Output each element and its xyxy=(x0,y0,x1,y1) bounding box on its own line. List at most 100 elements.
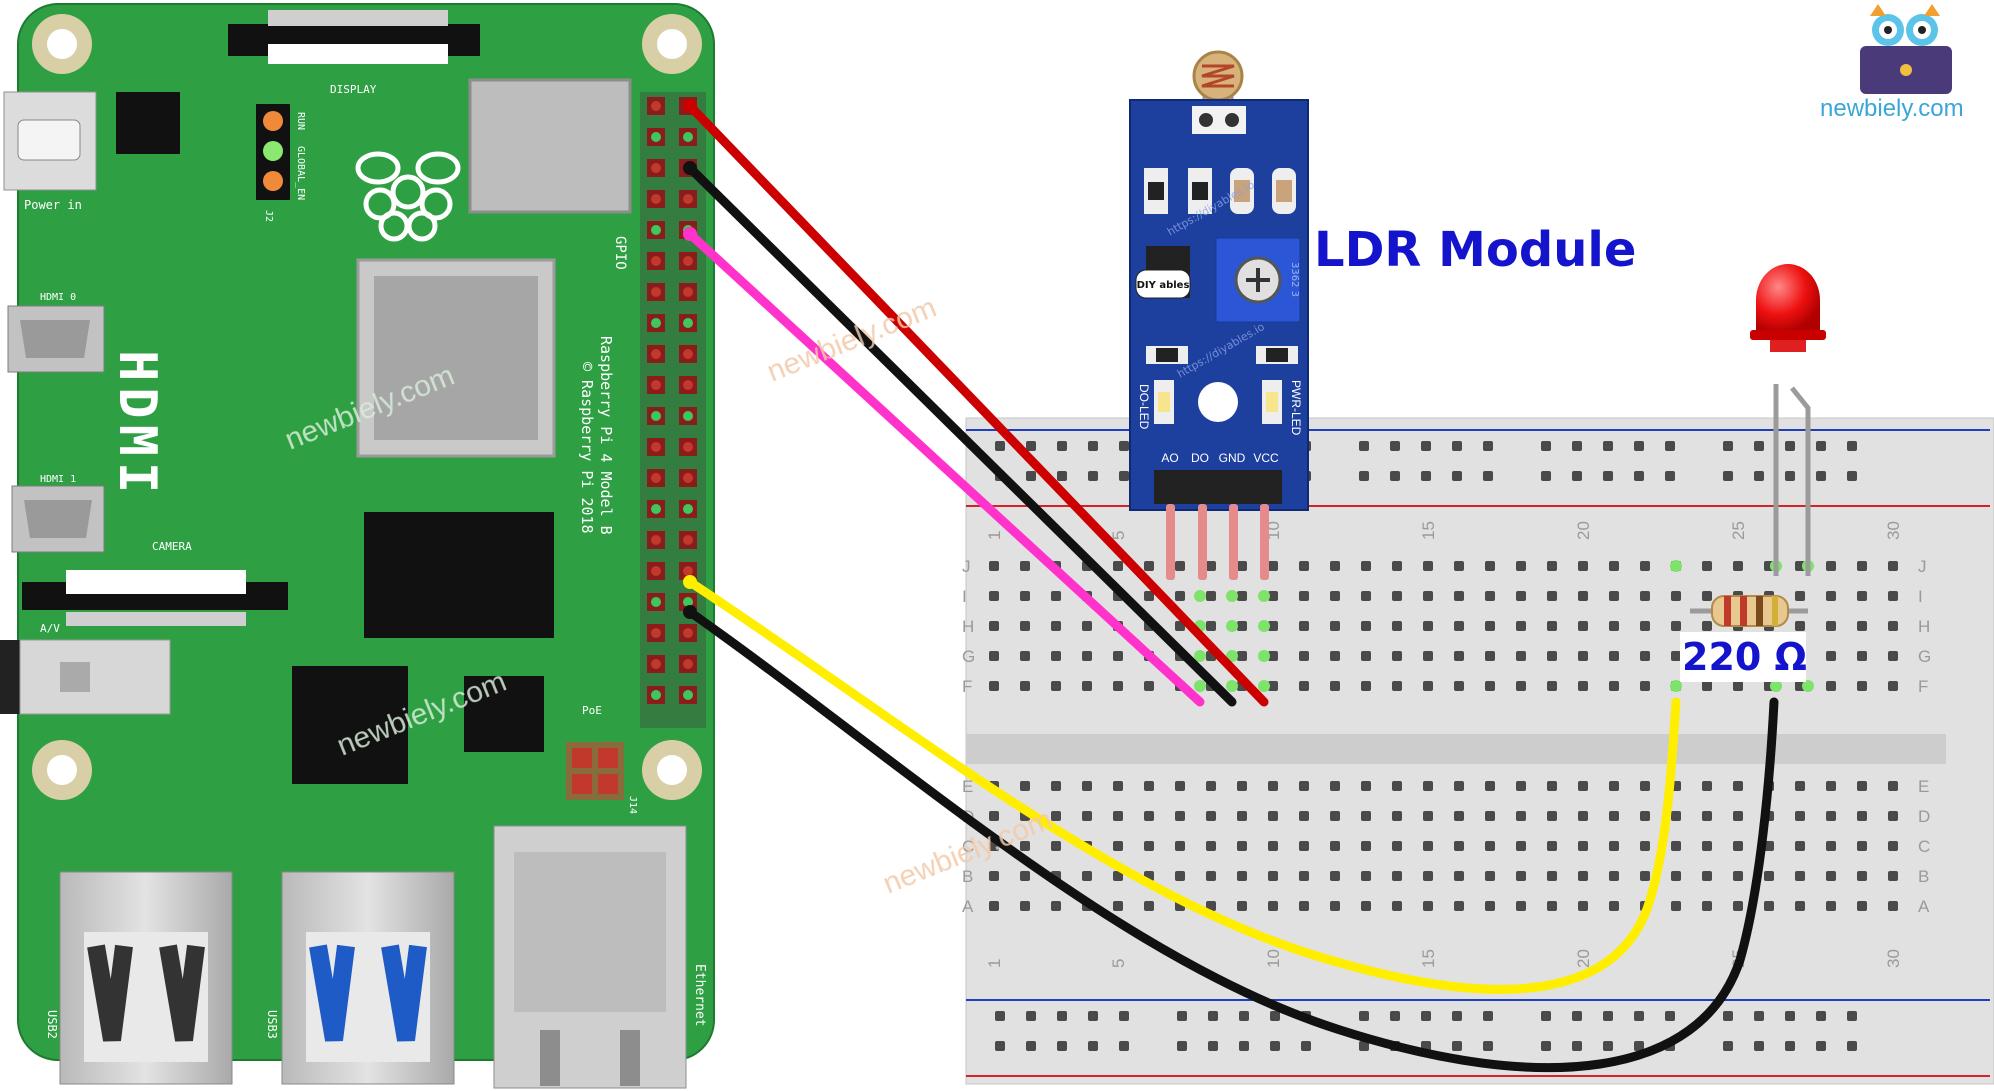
resistor-label-bg xyxy=(1680,632,1806,682)
breadboard-hole xyxy=(1301,1041,1311,1051)
wire-yellow-led xyxy=(685,577,1681,994)
breadboard-hole xyxy=(1541,471,1551,481)
breadboard-hole xyxy=(1423,591,1433,601)
gpio-pin-dot xyxy=(651,442,661,452)
row-label-left: E xyxy=(962,777,973,796)
breadboard-hole xyxy=(1361,811,1371,821)
breadboard-hole xyxy=(1454,871,1464,881)
breadboard-hole xyxy=(1609,811,1619,821)
gpio-pin-dot xyxy=(651,597,661,607)
breadboard-hole xyxy=(1578,781,1588,791)
breadboard-hole xyxy=(1640,561,1650,571)
column-number-bottom: 1 xyxy=(985,959,1004,968)
breadboard-hole xyxy=(1857,651,1867,661)
breadboard-hole xyxy=(1826,621,1836,631)
row-label-left: F xyxy=(962,677,972,696)
raspberry-logo-icon xyxy=(355,151,461,242)
breadboard-hole xyxy=(1206,841,1216,851)
breadboard-hole xyxy=(1485,811,1495,821)
breadboard-hole xyxy=(1485,621,1495,631)
breadboard-hole xyxy=(1113,871,1123,881)
breadboard-hole xyxy=(1423,871,1433,881)
breadboard-hole xyxy=(1206,781,1216,791)
do-led-label: DO-LED xyxy=(1137,384,1151,430)
breadboard-hole xyxy=(1454,681,1464,691)
breadboard-hole xyxy=(1483,1011,1493,1021)
breadboard-hole xyxy=(1268,841,1278,851)
breadboard-hole xyxy=(1175,781,1185,791)
connected-hole xyxy=(1802,680,1814,692)
gpio-pin-dot xyxy=(651,349,661,359)
breadboard-hole xyxy=(1177,1041,1187,1051)
breadboard-hole xyxy=(1423,811,1433,821)
breadboard-hole xyxy=(1702,621,1712,631)
breadboard-hole xyxy=(1857,561,1867,571)
breadboard-hole xyxy=(1020,561,1030,571)
breadboard-hole xyxy=(1239,1041,1249,1051)
breadboard-hole xyxy=(1826,841,1836,851)
breadboard-hole xyxy=(1578,901,1588,911)
global-en-label: GLOBAL_EN xyxy=(295,146,306,200)
breadboard-hole xyxy=(1119,471,1129,481)
breadboard-hole xyxy=(1359,1011,1369,1021)
breadboard-hole xyxy=(1572,1011,1582,1021)
breadboard-hole xyxy=(1547,651,1557,661)
pmic-chip xyxy=(116,92,180,154)
breadboard-hole xyxy=(1754,441,1764,451)
breadboard-hole xyxy=(1516,561,1526,571)
breadboard-hole xyxy=(1175,871,1185,881)
breadboard-hole xyxy=(1516,811,1526,821)
gpio-pin-dot xyxy=(683,349,693,359)
breadboard-hole xyxy=(1547,841,1557,851)
breadboard-hole xyxy=(1026,1011,1036,1021)
breadboard-hole xyxy=(1826,781,1836,791)
breadboard-hole xyxy=(1665,471,1675,481)
breadboard-hole xyxy=(1485,871,1495,881)
breadboard-hole xyxy=(1702,591,1712,601)
breadboard-hole xyxy=(1516,871,1526,881)
breadboard-hole xyxy=(995,1041,1005,1051)
breadboard-hole xyxy=(1082,651,1092,661)
breadboard-hole xyxy=(1299,591,1309,601)
gpio-pin-dot xyxy=(683,628,693,638)
pin-label-ao: AO xyxy=(1161,451,1178,465)
breadboard-hole xyxy=(1634,1041,1644,1051)
breadboard-hole xyxy=(1816,1041,1826,1051)
connected-hole xyxy=(1194,680,1206,692)
wires xyxy=(683,99,1779,1073)
breadboard-hole xyxy=(1330,901,1340,911)
breadboard-hole xyxy=(1270,1011,1280,1021)
breadboard-hole xyxy=(1026,471,1036,481)
breadboard-hole xyxy=(1299,811,1309,821)
breadboard-hole xyxy=(1423,781,1433,791)
breadboard-hole xyxy=(1888,811,1898,821)
breadboard-hole xyxy=(1603,441,1613,451)
breadboard-hole xyxy=(1640,681,1650,691)
breadboard-hole xyxy=(1888,591,1898,601)
row-label-right: C xyxy=(1918,837,1930,856)
status-leds xyxy=(256,104,290,200)
connected-hole xyxy=(1226,590,1238,602)
row-label-right: G xyxy=(1918,647,1931,666)
pi-model-text: Raspberry Pi 4 Model B xyxy=(597,336,615,535)
breadboard-hole xyxy=(1082,681,1092,691)
column-number-top: 5 xyxy=(1109,531,1128,540)
breadboard-hole xyxy=(1051,841,1061,851)
breadboard-hole xyxy=(989,901,999,911)
breadboard-hole xyxy=(1392,871,1402,881)
breadboard-hole xyxy=(1051,621,1061,631)
breadboard-hole xyxy=(1857,621,1867,631)
breadboard-hole xyxy=(1268,871,1278,881)
breadboard-hole xyxy=(1671,621,1681,631)
breadboard-hole xyxy=(1888,651,1898,661)
row-label-left: H xyxy=(962,617,974,636)
gpio-pin-dot xyxy=(683,659,693,669)
breadboard-hole xyxy=(1795,681,1805,691)
column-number-bottom: 30 xyxy=(1884,949,1903,968)
breadboard-hole xyxy=(1268,621,1278,631)
breadboard-hole xyxy=(1268,781,1278,791)
ram-chip xyxy=(364,512,554,638)
breadboard-hole xyxy=(1541,441,1551,451)
breadboard-hole xyxy=(1026,441,1036,451)
breadboard-hole xyxy=(1454,811,1464,821)
